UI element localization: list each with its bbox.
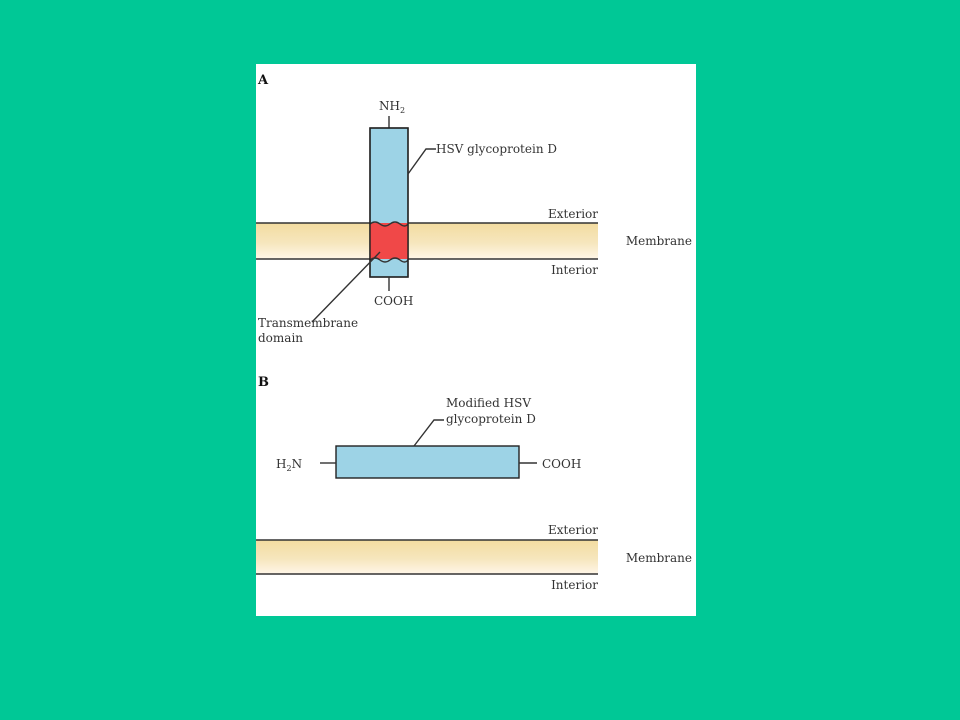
protein-label-b-line1: Modified HSV — [446, 396, 531, 410]
protein-leader-a — [407, 148, 436, 175]
tm-label-line2: domain — [258, 331, 303, 345]
glycoprotein-diagram: A NH2 COOH HSV glycoprotein D Exterior M… — [256, 73, 692, 592]
tm-top-wave — [369, 221, 409, 227]
cooh-label-b: COOH — [542, 457, 581, 471]
membrane-label-a: Membrane — [626, 234, 692, 248]
tm-leader-line — [311, 251, 381, 323]
nh2-label: NH2 — [379, 99, 405, 115]
panel-b-letter: B — [258, 375, 269, 390]
membrane-band-a — [256, 223, 598, 259]
protein-leader-b — [413, 419, 444, 447]
protein-box-b — [335, 445, 520, 479]
protein-label-b-line2: glycoprotein D — [446, 412, 536, 426]
membrane-band-b — [256, 540, 598, 574]
exterior-label-a: Exterior — [548, 207, 598, 221]
interior-label-a: Interior — [551, 263, 598, 277]
interior-label-b: Interior — [551, 578, 598, 592]
protein-label-a: HSV glycoprotein D — [436, 142, 557, 156]
h2n-label: H2N — [276, 457, 302, 473]
transmembrane-domain — [370, 223, 408, 259]
membrane-label-b: Membrane — [626, 551, 692, 565]
tm-bottom-wave — [369, 257, 409, 263]
tm-label-line1: Transmembrane — [258, 316, 358, 330]
panel-a-letter: A — [257, 73, 269, 88]
exterior-label-b: Exterior — [548, 523, 598, 537]
cooh-label-a: COOH — [374, 294, 413, 308]
figure-panel: A NH2 COOH HSV glycoprotein D Exterior M… — [256, 64, 696, 616]
